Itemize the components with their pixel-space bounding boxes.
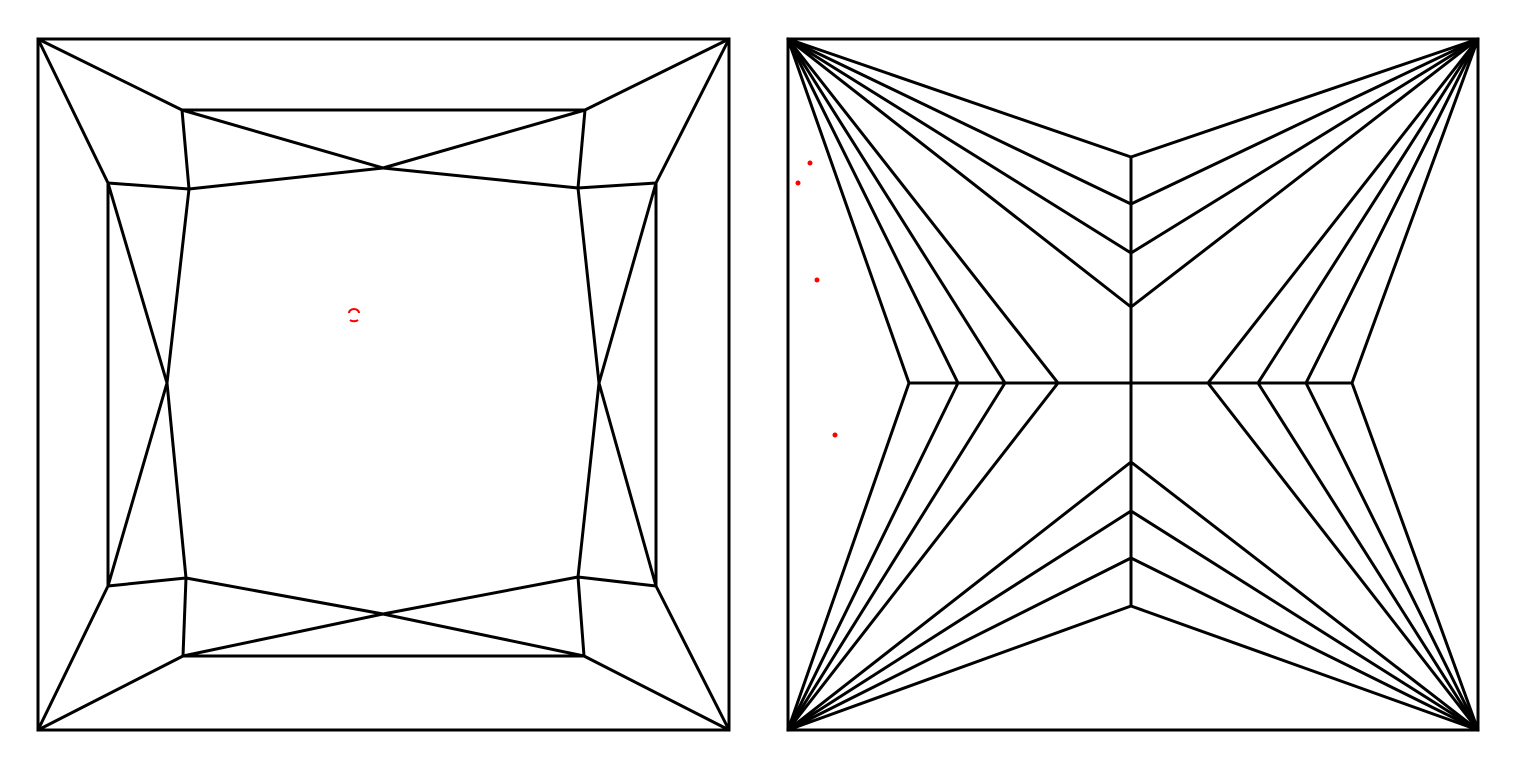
facet-edge bbox=[576, 575, 658, 588]
facet-edge bbox=[786, 37, 1133, 206]
facet-edge bbox=[786, 37, 960, 385]
facet-edge bbox=[106, 181, 169, 385]
facet-edge bbox=[1206, 381, 1480, 732]
facet-edge bbox=[1350, 37, 1480, 385]
facet-edge bbox=[597, 181, 658, 385]
facet-edge bbox=[381, 108, 587, 170]
facet-edge bbox=[180, 108, 191, 191]
outer-outline bbox=[36, 37, 731, 732]
facet-edge bbox=[582, 654, 731, 732]
outer-outline bbox=[786, 37, 1480, 732]
facet-edge bbox=[786, 37, 1060, 385]
facet-edge bbox=[654, 584, 731, 732]
facet-edge bbox=[583, 37, 731, 112]
facet-edge bbox=[165, 187, 191, 385]
facet-edge bbox=[1129, 556, 1480, 732]
facet-edge bbox=[1129, 37, 1480, 309]
facet-edge bbox=[786, 37, 1133, 309]
facet-edge bbox=[1129, 460, 1480, 732]
facet-edge bbox=[106, 576, 188, 588]
facet-edge bbox=[786, 556, 1133, 732]
facet-edge bbox=[786, 381, 911, 732]
facet-edge bbox=[786, 509, 1133, 732]
facet-edge bbox=[1129, 37, 1480, 159]
facet-edge bbox=[187, 166, 385, 191]
facet-edge bbox=[576, 381, 601, 579]
right-facet-view bbox=[786, 37, 1480, 732]
facet-edge bbox=[36, 584, 110, 732]
facet-edge bbox=[786, 37, 1133, 255]
facet-edge bbox=[786, 381, 1007, 732]
facet-edge bbox=[36, 37, 184, 112]
facet-edge bbox=[1129, 37, 1480, 255]
facet-edge bbox=[181, 612, 385, 658]
facet-edge bbox=[184, 576, 385, 616]
red-markers bbox=[348, 160, 838, 438]
facet-edge bbox=[576, 108, 587, 190]
left-facet-view bbox=[36, 37, 731, 732]
facet-edge bbox=[1350, 381, 1480, 732]
facet-edge bbox=[786, 381, 960, 732]
red-dot-marker bbox=[795, 180, 801, 186]
facet-edge bbox=[1129, 509, 1480, 732]
facet-edge bbox=[36, 37, 110, 185]
red-dot-marker bbox=[814, 277, 820, 283]
facet-edge bbox=[1129, 604, 1480, 732]
facet-edge bbox=[106, 181, 191, 191]
facet-edge bbox=[381, 166, 580, 190]
facet-edge bbox=[381, 575, 580, 616]
facet-edge bbox=[597, 381, 658, 588]
facet-edge bbox=[576, 181, 658, 190]
facet-edge bbox=[1304, 37, 1480, 385]
facet-edge bbox=[786, 604, 1133, 732]
facet-edge bbox=[165, 381, 188, 580]
facet-edge bbox=[181, 576, 188, 658]
facet-edge bbox=[180, 108, 385, 170]
red-cursor-marker bbox=[348, 308, 360, 323]
facet-edge bbox=[786, 37, 1007, 385]
facet-edge bbox=[1206, 37, 1480, 385]
facet-edge bbox=[786, 37, 1133, 159]
facet-edge bbox=[1256, 37, 1480, 385]
facet-edge bbox=[381, 612, 586, 658]
facet-edge bbox=[786, 460, 1133, 732]
facet-edge bbox=[106, 381, 169, 588]
facet-edge bbox=[1129, 37, 1480, 206]
red-dot-marker bbox=[807, 160, 813, 166]
facet-edge bbox=[576, 575, 586, 658]
facet-edge bbox=[654, 37, 731, 185]
red-dot-marker bbox=[832, 432, 838, 438]
facet-edge bbox=[36, 654, 185, 732]
facet-edge bbox=[1256, 381, 1480, 732]
facet-edge bbox=[786, 381, 1060, 732]
facet-edge bbox=[1304, 381, 1480, 732]
facet-edge bbox=[786, 37, 911, 385]
facet-edge bbox=[576, 186, 601, 385]
